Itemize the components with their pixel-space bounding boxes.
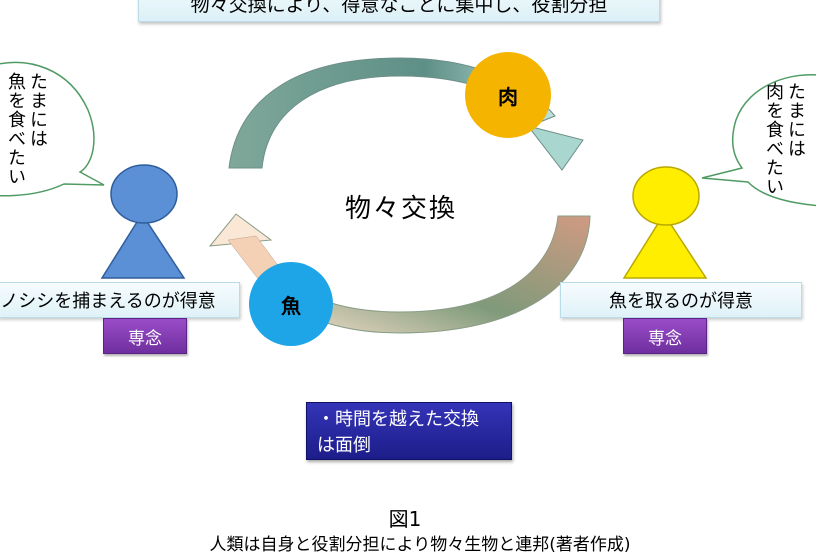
left-skill-text: イノシシを捕まえるのが得意	[0, 291, 216, 312]
person-right	[622, 166, 708, 279]
figure-label: 図1	[388, 507, 422, 531]
right-skill-text: 魚を取るのが得意	[609, 291, 753, 312]
left-bubble-line2: 魚を食べたい	[5, 72, 26, 186]
fish-circle	[249, 262, 333, 346]
meat-label: 肉	[498, 84, 518, 109]
note-box: ・時間を越えた交換 は面倒	[306, 402, 512, 460]
right-bubble-line2: 肉を食べたい	[763, 82, 784, 196]
left-bubble-line1: たまには	[27, 72, 48, 148]
left-focus-tag-text: 専念	[128, 328, 162, 349]
note-line1: ・時間を越えた交換	[317, 409, 479, 430]
speech-bubble-left	[0, 61, 105, 197]
note-line2: は面倒	[317, 435, 371, 456]
meat-circle	[465, 52, 551, 138]
fish-label: 魚	[281, 293, 301, 318]
center-label: 物々交換	[345, 194, 458, 224]
left-skill-box: イノシシを捕まえるのが得意	[0, 282, 240, 318]
speech-bubble-right	[701, 74, 816, 207]
banner-text: 物々交換により、得意なことに集中し、役割分担	[190, 0, 608, 16]
right-bubble-line1: たまには	[785, 82, 806, 158]
right-skill-box: 魚を取るのが得意	[560, 282, 802, 318]
right-bubble-text: たまには 肉を食べたい	[762, 82, 806, 196]
right-focus-tag: 専念	[623, 318, 707, 354]
left-bubble-text: たまには 魚を食べたい	[4, 72, 48, 186]
left-focus-tag: 専念	[103, 318, 187, 354]
top-banner: 物々交換により、得意なことに集中し、役割分担	[138, 0, 660, 22]
person-left	[100, 164, 186, 279]
diagram-canvas	[0, 52, 816, 346]
right-focus-tag-text: 専念	[648, 328, 682, 349]
arrow-top	[228, 57, 584, 171]
figure-caption: 人類は自身と役割分担により物々生物と連邦(著者作成)	[209, 535, 631, 555]
